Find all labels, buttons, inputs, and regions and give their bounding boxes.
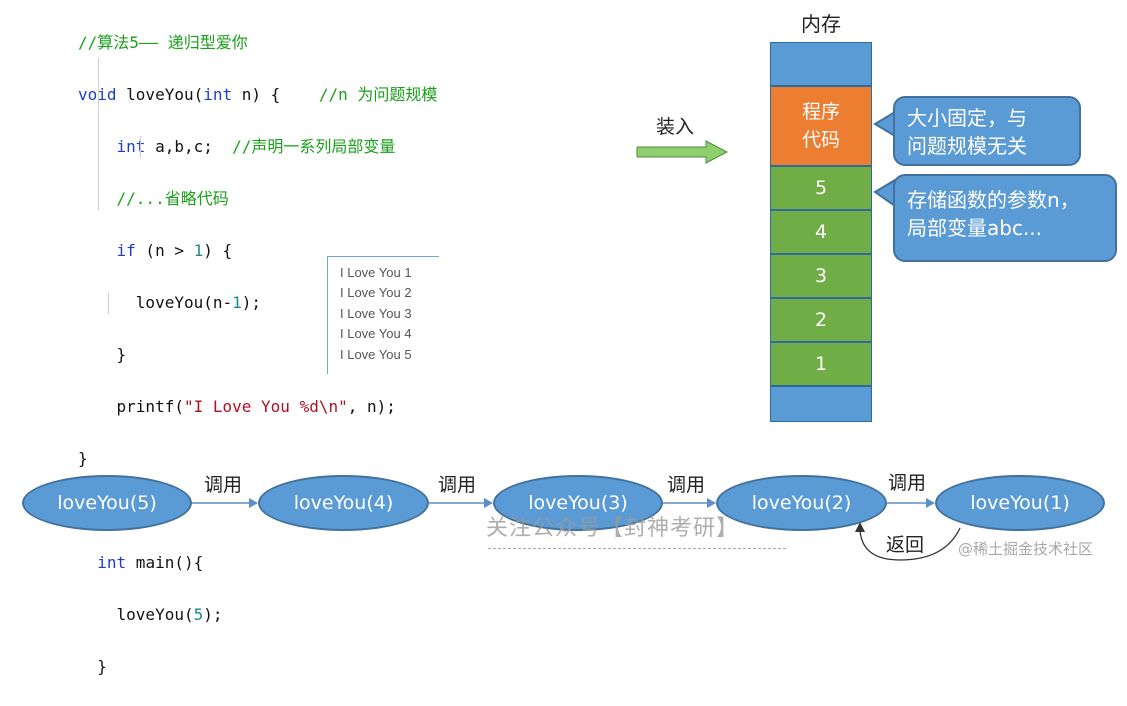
- program-code-label: 代码: [801, 129, 840, 151]
- call-label: 调用: [204, 474, 243, 496]
- code-text: (n >: [135, 241, 194, 260]
- call-arrowhead: [484, 498, 493, 508]
- callout-text: 大小固定，与: [907, 106, 1027, 130]
- output-line: I Love You 1: [340, 265, 412, 280]
- return-arrow: [859, 527, 961, 561]
- stack-frame: 3: [770, 254, 872, 298]
- program-code-block: 程序 代码: [770, 86, 872, 166]
- code-text: }: [78, 449, 88, 468]
- watermark-text: 关注公众号【封神考研】: [486, 516, 740, 541]
- code-comment: //算法5—— 递归型爱你: [78, 33, 248, 52]
- call-node: loveYou(3): [493, 475, 663, 531]
- code-text: );: [203, 605, 223, 624]
- call-label: 调用: [438, 474, 477, 496]
- code-keyword: if: [116, 241, 136, 260]
- stack-frame: 5: [770, 166, 872, 210]
- code-line: //算法5—— 递归型爱你: [78, 30, 437, 56]
- call-node: loveYou(2): [716, 475, 887, 531]
- memory-block-bottom: [770, 386, 872, 422]
- load-arrow: [636, 140, 729, 164]
- code-comment: //...省略代码: [116, 189, 229, 208]
- code-text: loveYou(: [116, 85, 204, 104]
- callout-code-size: 大小固定，与 问题规模无关: [893, 96, 1081, 166]
- indent-guide: [108, 292, 109, 314]
- stack-frame: 4: [770, 210, 872, 254]
- program-output: I Love You 1 I Love You 2 I Love You 3 I…: [327, 256, 439, 374]
- call-arrowhead: [249, 498, 258, 508]
- diagram-arrows: [192, 110, 961, 561]
- output-line: I Love You 3: [340, 305, 412, 321]
- code-line: loveYou(n-1);: [78, 290, 437, 316]
- code-number: 1: [232, 293, 242, 312]
- code-text: loveYou(: [116, 605, 194, 624]
- memory-block-top: [770, 42, 872, 86]
- callout-pointer-stack: [873, 178, 896, 208]
- code-comment: //n 为问题规模: [318, 85, 438, 104]
- code-comment: //声明一系列局部变量: [232, 137, 396, 156]
- code-keyword: int: [116, 137, 146, 156]
- load-label: 装入: [656, 116, 695, 138]
- code-keyword: void: [78, 85, 117, 104]
- call-node: loveYou(4): [258, 475, 429, 531]
- code-text: ) {: [203, 241, 233, 260]
- return-label: 返回: [886, 534, 925, 556]
- code-text: , n);: [347, 397, 396, 416]
- code-text: a,b,c;: [145, 137, 213, 156]
- code-string: "I Love You %d\n": [183, 397, 348, 416]
- stack-frame: 1: [770, 342, 872, 386]
- call-node: loveYou(5): [22, 475, 192, 531]
- output-line: I Love You 2: [340, 285, 412, 301]
- code-line: }: [78, 654, 437, 680]
- callout-pointer-code: [873, 110, 896, 138]
- program-code-label: 程序: [801, 101, 840, 123]
- code-number: 1: [193, 241, 204, 260]
- indent-guide: [140, 136, 141, 158]
- memory-stack: 程序 代码 5 4 3 2 1: [770, 42, 872, 422]
- callout-text: 问题规模无关: [907, 134, 1027, 158]
- indent-guide: [98, 58, 99, 210]
- code-text: }: [97, 657, 107, 676]
- callout-stack-content: 存储函数的参数n， 局部变量abc...: [893, 174, 1117, 262]
- code-text: }: [116, 345, 127, 364]
- code-text: );: [241, 293, 262, 312]
- code-line: printf("I Love You %d\n", n);: [78, 394, 437, 420]
- output-line: I Love You 5: [340, 346, 412, 362]
- call-node: loveYou(1): [935, 475, 1105, 531]
- code-line: }: [78, 446, 437, 472]
- code-line: //...省略代码: [78, 186, 437, 212]
- code-number: 5: [193, 605, 204, 624]
- code-text: loveYou(n-: [135, 293, 233, 312]
- callout-text: 存储函数的参数n，: [907, 188, 1080, 212]
- code-line: if (n > 1) {: [78, 238, 437, 264]
- code-line: }: [78, 342, 437, 368]
- stack-frame: 2: [770, 298, 872, 342]
- code-keyword: int: [203, 85, 233, 104]
- output-line: I Love You 4: [340, 326, 412, 342]
- callout-text: 局部变量abc...: [907, 216, 1043, 240]
- call-label: 调用: [667, 474, 706, 496]
- code-line: void loveYou(int n) { //n 为问题规模: [78, 82, 437, 108]
- memory-title: 内存: [801, 12, 841, 36]
- code-text: printf(: [116, 397, 184, 416]
- code-line: loveYou(5);: [78, 602, 437, 628]
- call-arrowhead: [707, 498, 716, 508]
- code-text: n) {: [232, 85, 281, 104]
- watermark-divider: [488, 548, 786, 549]
- call-label: 调用: [888, 472, 927, 494]
- return-arrowhead: [855, 522, 865, 532]
- call-arrowhead: [926, 498, 935, 508]
- code-line: int a,b,c; //声明一系列局部变量: [78, 134, 437, 160]
- site-watermark: @稀土掘金技术社区: [958, 540, 1094, 558]
